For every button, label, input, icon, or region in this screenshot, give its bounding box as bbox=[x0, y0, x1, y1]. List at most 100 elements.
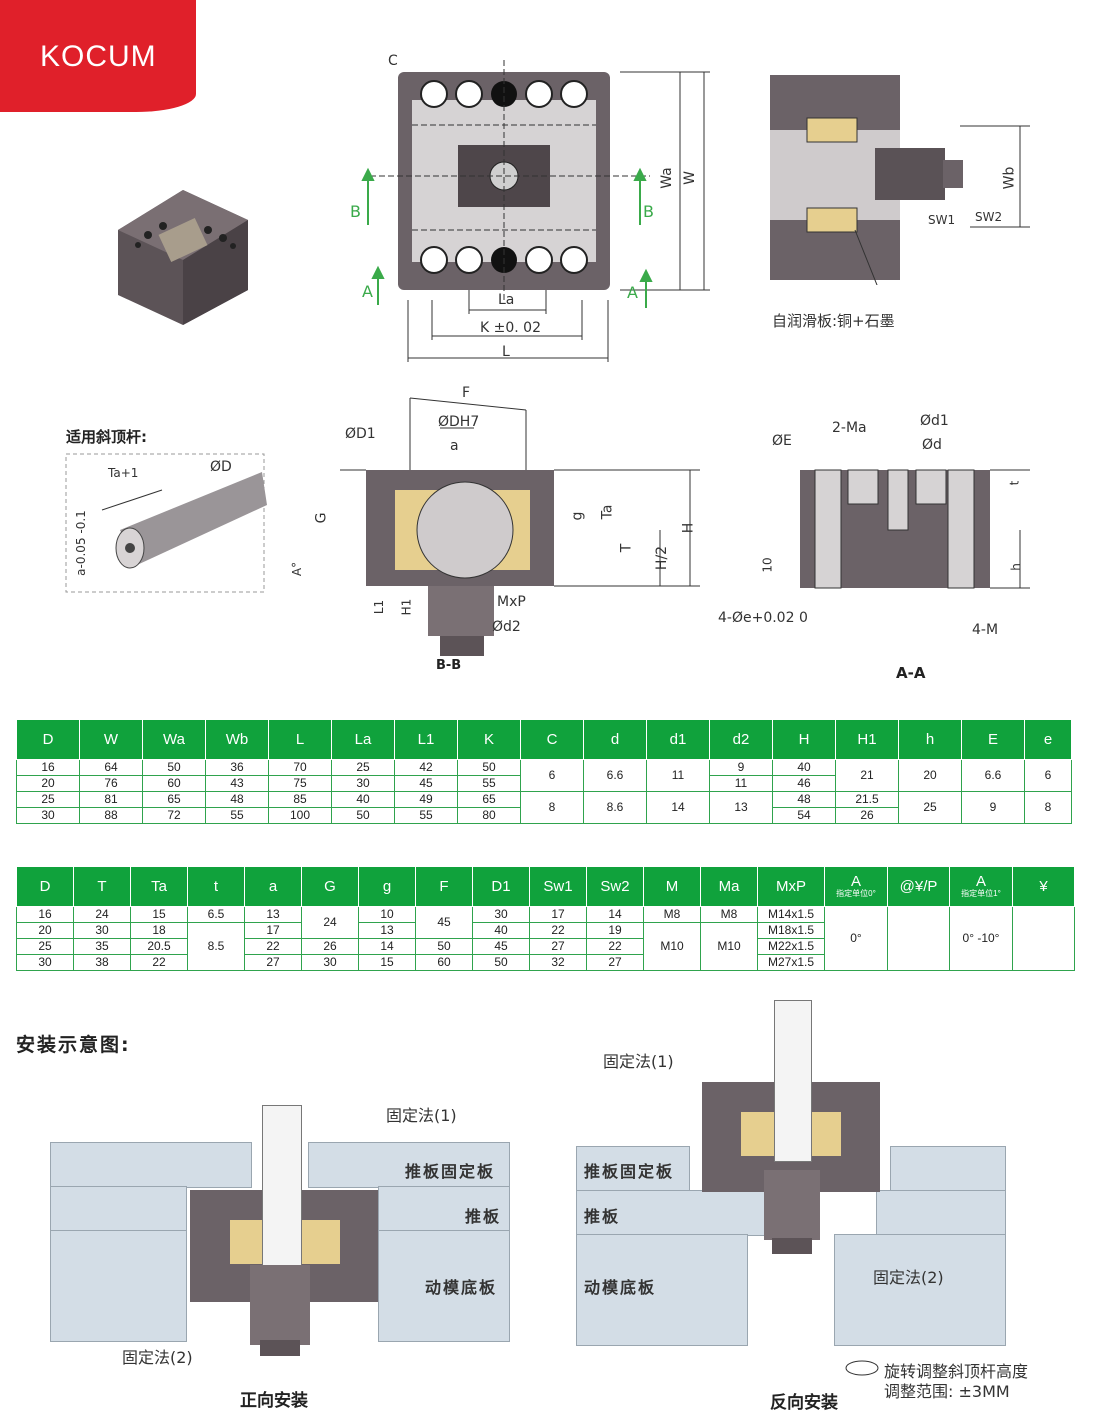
table-cell: 42 bbox=[394, 759, 458, 776]
table-cell: M27x1.5 bbox=[757, 954, 825, 971]
table-cell bbox=[1012, 906, 1075, 971]
table-cell: 55 bbox=[394, 807, 458, 824]
fwd-screw-head bbox=[260, 1340, 300, 1356]
aa-label-4e: 4-Øe+0.02 0 bbox=[718, 610, 808, 626]
t1-header-cell: d1 bbox=[646, 719, 710, 760]
table-cell: 0° -10° bbox=[949, 906, 1013, 971]
bb-caption: B-B bbox=[436, 658, 462, 673]
t1-header-cell: E bbox=[961, 719, 1025, 760]
table-cell: 45 bbox=[472, 938, 530, 955]
table-cell: 45 bbox=[415, 906, 473, 939]
t2-header-cell: T bbox=[73, 866, 131, 907]
bb-label-od2: Ød2 bbox=[492, 619, 521, 635]
label-k: K ±0. 02 bbox=[480, 320, 541, 336]
table-cell: 20 bbox=[16, 922, 74, 939]
rev-label-plate3: 动模底板 bbox=[584, 1278, 657, 1297]
aa-label-od: Ød bbox=[922, 437, 942, 453]
bb-label-odh7: ØDH7 bbox=[438, 414, 480, 430]
table-cell: 13 bbox=[358, 922, 416, 939]
table-cell: 8.6 bbox=[583, 791, 647, 824]
fwd-label-plate2: 推板 bbox=[465, 1207, 502, 1226]
table-cell: 10 bbox=[358, 906, 416, 923]
rotate-icon bbox=[845, 1360, 879, 1376]
table-cell: 55 bbox=[205, 807, 269, 824]
t2-header-angle-sub: 指定单位1° bbox=[961, 889, 1001, 899]
table-cell bbox=[887, 906, 950, 971]
rod-label-ta: Ta+1 bbox=[108, 466, 139, 480]
table-cell: M10 bbox=[700, 922, 758, 971]
t1-header-cell: Wa bbox=[142, 719, 206, 760]
bb-label-f: F bbox=[462, 385, 471, 401]
t1-header-cell: h bbox=[898, 719, 962, 760]
table-cell: 36 bbox=[205, 759, 269, 776]
fwd-label-plate3: 动模底板 bbox=[425, 1278, 498, 1297]
table-cell: 14 bbox=[646, 791, 710, 824]
install-reverse: 推板固定板 推板 动模底板 bbox=[576, 1000, 1006, 1350]
label-la: La bbox=[498, 292, 515, 308]
table-cell: 30 bbox=[301, 954, 359, 971]
rev-note2: 调整范围: ±3MM bbox=[884, 1382, 1010, 1401]
bb-label-ta: Ta bbox=[599, 504, 616, 520]
table-cell: 85 bbox=[268, 791, 332, 808]
bb-label-g-small: g bbox=[569, 511, 586, 521]
table-row: 16 24 15 6.5 13 24 10 45 30 17 14 M8 M8 … bbox=[16, 906, 1075, 971]
rev-caption: 反向安装 bbox=[770, 1393, 838, 1413]
table-cell: 27 bbox=[244, 954, 302, 971]
t2-header-angle-main: A bbox=[850, 873, 861, 891]
label-c: C bbox=[388, 53, 398, 69]
table-cell: 40 bbox=[472, 922, 530, 939]
fwd-label-plate1: 推板固定板 bbox=[405, 1162, 496, 1181]
table-cell: 11 bbox=[646, 759, 710, 792]
table-cell: 30 bbox=[16, 954, 74, 971]
rev-plate-left-1 bbox=[576, 1146, 690, 1192]
brand-logo: KOCUM bbox=[0, 0, 196, 112]
table-cell: 50 bbox=[142, 759, 206, 776]
spec-table-1: D W Wa Wb L La L1 K C d d1 d2 H H1 h E e… bbox=[16, 719, 1072, 824]
t2-header-cell: F bbox=[415, 866, 473, 907]
rev-rod bbox=[774, 1000, 812, 1162]
table-cell: 60 bbox=[142, 775, 206, 792]
t1-header-cell: H bbox=[772, 719, 836, 760]
aa-label-10: 10 bbox=[760, 557, 775, 573]
t1-header-cell: H1 bbox=[835, 719, 899, 760]
table-cell: 80 bbox=[457, 807, 521, 824]
bb-label-t: T bbox=[618, 543, 635, 553]
bb-label-a: a bbox=[450, 438, 459, 454]
table-cell: 30 bbox=[73, 922, 131, 939]
t2-header-cell: MxP bbox=[757, 866, 825, 907]
table-cell: 20 bbox=[16, 775, 80, 792]
t2-header-cell: t bbox=[187, 866, 245, 907]
table-cell: 16 bbox=[16, 906, 74, 923]
aa-label-4m: 4-M bbox=[972, 622, 999, 638]
bb-label-a-deg: A° bbox=[290, 561, 305, 577]
table-cell: 8 bbox=[520, 791, 584, 824]
table-cell: 24 bbox=[73, 906, 131, 923]
side-view-drawing bbox=[770, 75, 1030, 285]
label-a-right: A bbox=[627, 283, 638, 302]
table-cell: 46 bbox=[772, 775, 836, 792]
table-cell: 60 bbox=[415, 954, 473, 971]
rod-drawing bbox=[65, 453, 267, 593]
table-row: 25 35 20.5 22 26 14 50 45 27 22 M22x1.5 bbox=[16, 938, 1075, 955]
fwd-screw bbox=[250, 1265, 310, 1345]
table-cell: 9 bbox=[709, 759, 773, 776]
fwd-plate-left-1 bbox=[50, 1142, 252, 1188]
t2-header-cell: g bbox=[358, 866, 416, 907]
fwd-plate-right-2 bbox=[378, 1186, 510, 1232]
table-cell: 30 bbox=[16, 807, 80, 824]
table-cell: M22x1.5 bbox=[757, 938, 825, 955]
table-cell: 22 bbox=[130, 954, 188, 971]
table-cell: 9 bbox=[961, 791, 1025, 824]
table-cell: M10 bbox=[643, 922, 701, 971]
t1-header-cell: La bbox=[331, 719, 395, 760]
table-cell: 22 bbox=[244, 938, 302, 955]
table-cell: M18x1.5 bbox=[757, 922, 825, 939]
install-heading: 安装示意图: bbox=[16, 1034, 131, 1056]
fwd-plate-left-2 bbox=[50, 1186, 187, 1232]
table-cell: 32 bbox=[529, 954, 587, 971]
table-cell: 55 bbox=[457, 775, 521, 792]
t1-header-cell: L1 bbox=[394, 719, 458, 760]
t2-header-cell: Ta bbox=[130, 866, 188, 907]
t2-header-angle-main: A bbox=[975, 873, 986, 891]
